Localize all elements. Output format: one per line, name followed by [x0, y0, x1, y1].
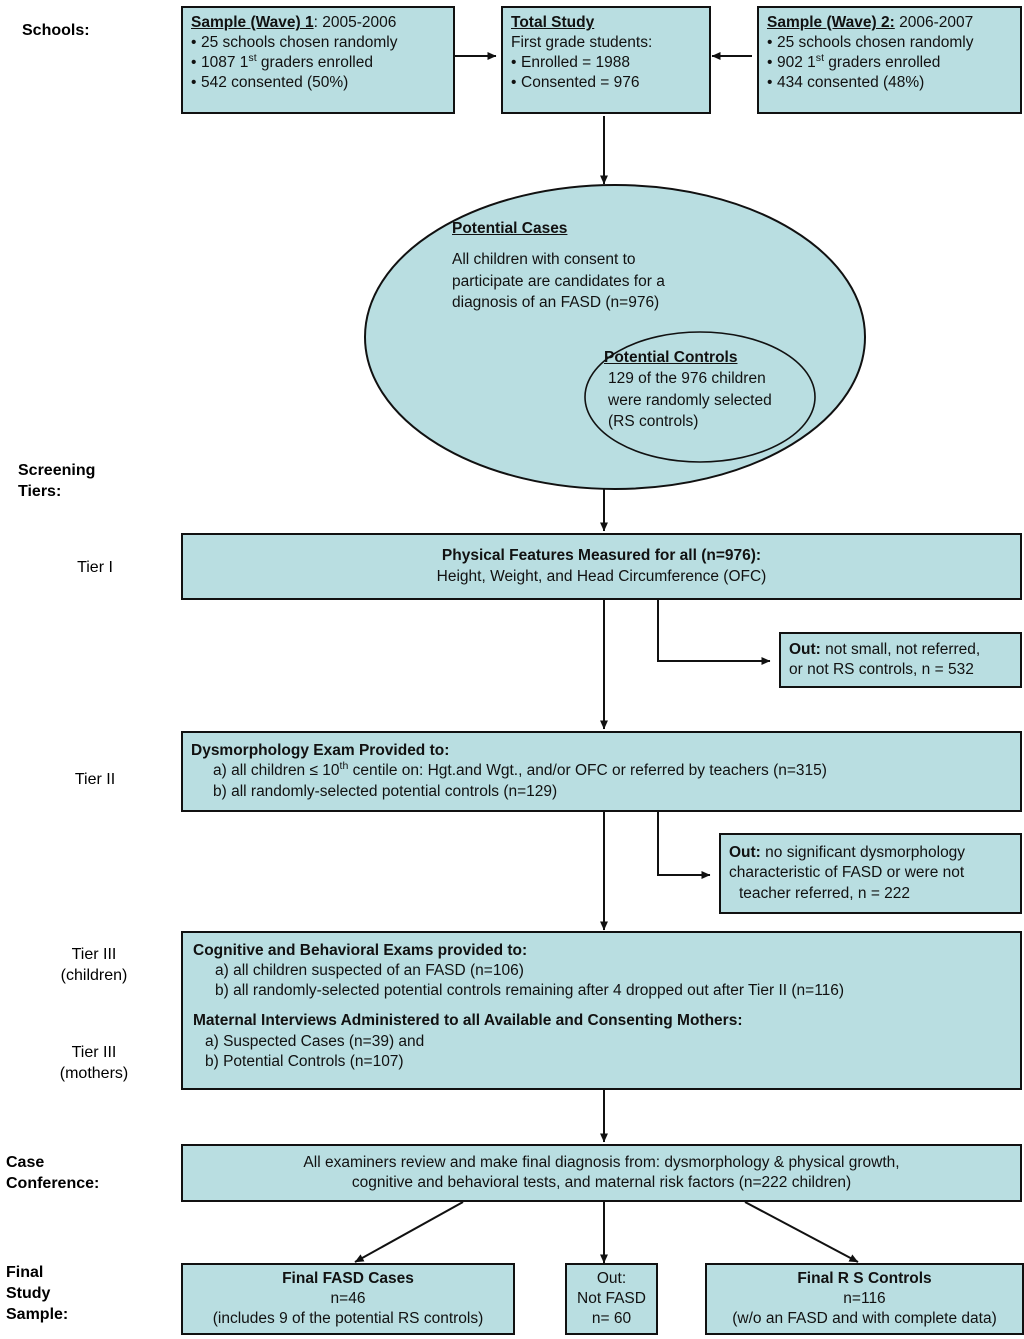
- total-study-bullet-2: •Consented = 976: [511, 74, 640, 92]
- out1-line-2: or not RS controls, n = 532: [789, 661, 974, 678]
- tier3-item-a: a) all children suspected of an FASD (n=…: [215, 962, 524, 980]
- box-sample-wave-1: Sample (Wave) 1: 2005-2006 •25 schools c…: [181, 6, 455, 114]
- wave2-bullet-2-post: graders enrolled: [824, 54, 941, 72]
- tier2-item-a-sup: th: [339, 760, 349, 773]
- total-study-bullet-1-text: Enrolled = 1988: [521, 54, 631, 72]
- wave2-heading: Sample (Wave) 2:: [767, 14, 895, 31]
- label-tier-1: Tier I: [77, 559, 113, 576]
- final-cases-line-2: n=46: [330, 1289, 366, 1307]
- final-out-line-2: Not FASD: [577, 1289, 646, 1307]
- box-out-tier-2: Out: no significant dysmorphology charac…: [719, 833, 1022, 914]
- wave2-bullet-2-pre: 902 1: [777, 54, 816, 72]
- potential-cases-line-1: All children with consent to: [452, 251, 636, 269]
- wave1-heading: Sample (Wave) 1: [191, 14, 314, 31]
- wave1-heading-rest: : 2005-2006: [313, 14, 397, 31]
- wave1-bullet-2-sup: st: [248, 52, 257, 65]
- box-tier-2: Dysmorphology Exam Provided to: a) all c…: [181, 731, 1022, 812]
- case-conference-line-1: All examiners review and make final diag…: [303, 1153, 900, 1171]
- tier3-heading-2: Maternal Interviews Administered to all …: [193, 1012, 743, 1030]
- label-tier-2: Tier II: [74, 771, 116, 788]
- tier2-item-a-pre: a) all children ≤ 10: [213, 762, 340, 780]
- potential-controls-heading: Potential Controls: [604, 349, 738, 366]
- potential-cases-line-3: diagnosis of an FASD (n=976): [452, 294, 660, 312]
- final-controls-heading: Final R S Controls: [797, 1269, 932, 1287]
- potential-controls-line-1: 129 of the 976 children: [608, 370, 766, 388]
- label-schools: Schools:: [22, 22, 90, 39]
- final-controls-line-2: n=116: [843, 1289, 886, 1307]
- case-conference-line-2: cognitive and behavioral tests, and mate…: [351, 1174, 852, 1191]
- tier1-line-1: Physical Features Measured for all (n=97…: [441, 547, 762, 565]
- potential-controls-line-3: (RS controls): [608, 413, 699, 431]
- out2-line-2: characteristic of FASD or were not: [729, 864, 965, 882]
- wave2-bullet-1: •25 schools chosen randomly: [767, 34, 974, 52]
- potential-controls-line-2: were randomly selected: [608, 391, 772, 409]
- ellipse-potential-controls-text: Potential Controls 129 of the 976 childr…: [604, 347, 819, 433]
- wave1-bullet-1-text: 25 schools chosen randomly: [201, 34, 398, 52]
- label-final-study-sample: Final Study Sample:: [6, 1264, 69, 1324]
- out1-line-1: Out: not small, not referred,: [789, 640, 1012, 660]
- final-out-line-3: n= 60: [591, 1310, 632, 1328]
- label-screening-tiers: Screening Tiers:: [18, 462, 96, 501]
- total-study-subheading: First grade students:: [511, 34, 653, 52]
- out2-line-3: teacher referred, n = 222: [739, 884, 911, 902]
- tier1-line-2: Height, Weight, and Head Circumference (…: [436, 567, 767, 585]
- wave1-bullet-2-post: graders enrolled: [256, 54, 373, 72]
- box-case-conference: All examiners review and make final diag…: [181, 1144, 1022, 1202]
- box-final-rs-controls: Final R S Controls n=116 (w/o an FASD an…: [705, 1263, 1024, 1335]
- box-total-study: Total Study First grade students: •Enrol…: [501, 6, 711, 114]
- total-study-heading: Total Study: [511, 14, 595, 31]
- box-out-tier-1: Out: not small, not referred, or not RS …: [779, 632, 1022, 688]
- tier3-item-b: b) all randomly-selected potential contr…: [215, 982, 845, 1000]
- label-tier-3-children: Tier III (children): [60, 946, 128, 985]
- potential-cases-heading: Potential Cases: [452, 220, 568, 237]
- box-tier-1: Physical Features Measured for all (n=97…: [181, 533, 1022, 600]
- box-sample-wave-2: Sample (Wave) 2: 2006-2007 •25 schools c…: [757, 6, 1022, 114]
- total-study-bullet-2-text: Consented = 976: [521, 74, 640, 92]
- total-study-bullet-1: •Enrolled = 1988: [511, 54, 631, 72]
- wave2-heading-rest: 2006-2007: [894, 14, 974, 31]
- wave2-bullet-2-sup: st: [815, 52, 824, 65]
- label-tier-3-mothers: Tier III (mothers): [59, 1044, 129, 1083]
- out2-line-1: Out: no significant dysmorphology: [729, 843, 1012, 863]
- final-controls-line-3: (w/o an FASD and with complete data): [732, 1310, 997, 1328]
- box-final-fasd-cases: Final FASD Cases n=46 (includes 9 of the…: [181, 1263, 515, 1335]
- ellipse-potential-cases-text: Potential Cases All children with consen…: [452, 218, 782, 314]
- box-final-out: Out: Not FASD n= 60: [565, 1263, 658, 1335]
- wave1-bullet-3-text: 542 consented (50%): [201, 74, 349, 92]
- tier2-item-a: a) all children ≤ 10th centile on: Hgt.a…: [191, 761, 1012, 781]
- wave1-bullet-2-pre: 1087 1: [201, 54, 249, 72]
- wave1-bullet-1: •25 schools chosen randomly: [191, 34, 398, 52]
- tier3-heading-1: Cognitive and Behavioral Exams provided …: [193, 942, 528, 959]
- final-cases-heading: Final FASD Cases: [282, 1269, 414, 1287]
- tier2-heading: Dysmorphology Exam Provided to:: [191, 742, 450, 760]
- tier3-item-d: b) Potential Controls (n=107): [205, 1052, 404, 1070]
- final-out-heading: Out:: [596, 1269, 627, 1287]
- box-tier-3: Cognitive and Behavioral Exams provided …: [181, 931, 1022, 1090]
- out1-line-1-rest: not small, not referred,: [820, 640, 981, 658]
- wave1-bullet-2: •1087 1st graders enrolled: [191, 52, 373, 72]
- wave2-bullet-3: •434 consented (48%): [767, 74, 925, 92]
- final-cases-line-3: (includes 9 of the potential RS controls…: [212, 1310, 484, 1328]
- tier2-item-a-post: centile on: Hgt.and Wgt., and/or OFC or …: [348, 762, 827, 780]
- tier3-item-c: a) Suspected Cases (n=39) and: [205, 1032, 425, 1050]
- out2-label: Out:: [729, 844, 761, 862]
- tier2-item-b: b) all randomly-selected potential contr…: [213, 782, 558, 800]
- wave2-bullet-3-text: 434 consented (48%): [777, 74, 925, 92]
- wave2-bullet-1-text: 25 schools chosen randomly: [777, 34, 974, 52]
- potential-cases-line-2: participate are candidates for a: [452, 272, 665, 290]
- wave2-bullet-2: •902 1st graders enrolled: [767, 52, 941, 72]
- out1-label: Out:: [789, 640, 821, 658]
- wave1-bullet-3: •542 consented (50%): [191, 74, 349, 92]
- out2-line-1-rest: no significant dysmorphology: [760, 844, 966, 862]
- wave1-heading-line: Sample (Wave) 1: 2005-2006: [191, 13, 445, 33]
- wave2-heading-line: Sample (Wave) 2: 2006-2007: [767, 13, 1012, 33]
- label-case-conference: Case Conference:: [6, 1154, 100, 1193]
